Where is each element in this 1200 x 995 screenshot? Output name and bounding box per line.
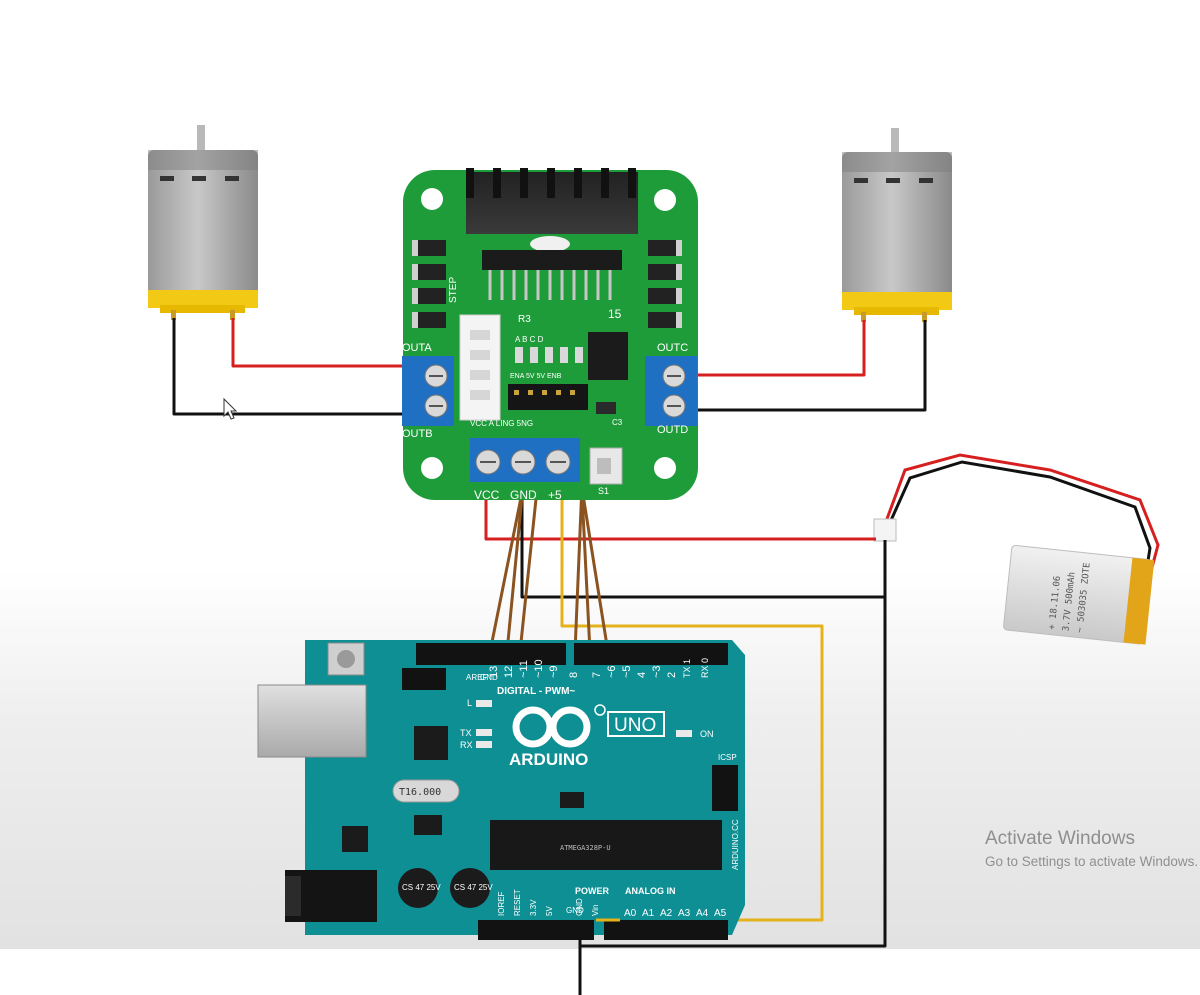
digital-pin-label: ~11 xyxy=(518,660,530,678)
watermark-subtitle: Go to Settings to activate Windows. xyxy=(985,854,1199,869)
l-led-label: L xyxy=(467,698,472,708)
analog-pin-label: A0 xyxy=(624,908,637,919)
arduino-cc-label: ARDUINO.CC xyxy=(731,819,740,870)
power-pin-label: 3.3V xyxy=(529,899,538,916)
out-a-label: OUTA xyxy=(402,342,432,354)
icsp-label: ICSP xyxy=(718,753,737,762)
digital-pwm-label: DIGITAL - PWM~ xyxy=(497,686,575,697)
power-pin-label: GND xyxy=(575,898,584,916)
watermark-title: Activate Windows xyxy=(985,828,1135,849)
power-pin-label: Vin xyxy=(591,905,600,916)
digital-pin-label: ~10 xyxy=(533,659,545,678)
tx-led-label: TX xyxy=(460,728,472,738)
capacitor-label-2: CS 47 25V xyxy=(454,883,493,892)
left-dc-motor xyxy=(148,125,258,320)
arduino-logo xyxy=(512,706,591,748)
capacitor-label: CS 47 25V xyxy=(402,883,441,892)
vcc-label: VCC xyxy=(474,488,500,502)
digital-pin-label: ~5 xyxy=(621,665,633,678)
wire-5v-yellow xyxy=(560,490,824,922)
on-led-label: ON xyxy=(700,729,714,739)
power-label: POWER xyxy=(575,886,610,896)
wire-right-motor-red xyxy=(693,320,866,377)
out-b-label: OUTB xyxy=(402,428,433,440)
wire-vcc-red xyxy=(484,490,876,541)
analog-pin-labels: A0 A1 A2 A3 A4 A5 xyxy=(624,908,727,919)
num15-label: 15 xyxy=(608,307,622,321)
power-pin-label: RESET xyxy=(513,889,522,916)
arduino-uno-board: AREF GND 13 12 ~11 ~10 ~9 8 7 ~6 ~5 4 ~3… xyxy=(257,640,745,940)
wire-left-motor-red xyxy=(231,318,405,368)
power-pin-label: 5V xyxy=(545,906,554,916)
c3-label: C3 xyxy=(612,418,623,427)
arduino-text: ARDUINO xyxy=(509,750,588,769)
plus5-label: +5 xyxy=(548,488,562,502)
digital-pin-label: 7 xyxy=(591,672,603,678)
channel-labels: A B C D xyxy=(515,335,544,344)
power-pin-label: GND xyxy=(566,906,584,915)
mouse-cursor-icon xyxy=(223,397,238,420)
right-dc-motor xyxy=(842,128,952,322)
digital-pin-label: 2 xyxy=(666,672,678,678)
power-pin-labels: IOREF RESET 3.3V 5V GND GND Vin xyxy=(497,889,600,916)
jumper-labels: VCC A LING 5NG xyxy=(470,419,533,428)
wire-endpoints xyxy=(578,918,620,995)
enable-labels: ENA 5V 5V ENB xyxy=(510,373,562,380)
analog-pin-label: A1 xyxy=(642,908,655,919)
digital-pin-label: TX 1 xyxy=(682,659,692,678)
lipo-battery: + 18.11.06 3.7V 500mAh ~ 503035 ZOTE xyxy=(873,453,1160,645)
digital-pin-label: ~3 xyxy=(651,665,663,678)
uno-text: UNO xyxy=(614,715,656,736)
analog-pin-label: A5 xyxy=(714,908,727,919)
analog-pin-label: A2 xyxy=(660,908,673,919)
analog-pin-label: A3 xyxy=(678,908,691,919)
l298n-motor-driver: STEP R3 15 A B C D ENA 5V 5V ENB xyxy=(402,168,698,502)
out-c-label: OUTC xyxy=(657,342,688,354)
digital-pin-label: 13 xyxy=(488,666,500,678)
gnd-top-pin-label: GND xyxy=(480,673,498,682)
step-label: STEP xyxy=(448,277,459,303)
chip-label: ATMEGA328P-U xyxy=(560,844,611,852)
digital-pin-label: RX 0 xyxy=(700,658,710,678)
analog-in-label: ANALOG IN xyxy=(625,886,676,896)
rx-led-label: RX xyxy=(460,740,473,750)
digital-pin-label: 8 xyxy=(568,672,580,678)
analog-pin-label: A4 xyxy=(696,908,709,919)
digital-pin-label: ~9 xyxy=(548,665,560,678)
out-d-label: OUTD xyxy=(657,424,688,436)
activate-windows-watermark: Activate Windows Go to Settings to activ… xyxy=(985,828,1200,869)
r3-label: R3 xyxy=(518,314,531,325)
digital-pin-label: ~6 xyxy=(606,665,618,678)
wire-gnd-black xyxy=(520,490,885,599)
s1-label: S1 xyxy=(598,486,609,496)
digital-pin-labels: 13 12 ~11 ~10 ~9 8 7 ~6 ~5 4 ~3 2 TX 1 R… xyxy=(488,658,710,678)
gnd-label: GND xyxy=(510,488,537,502)
digital-pin-label: 12 xyxy=(503,666,515,678)
power-pin-label: IOREF xyxy=(497,891,506,916)
crystal-label: T16.000 xyxy=(399,787,441,798)
aref-pin-label: AREF xyxy=(466,673,487,682)
digital-pin-label: 4 xyxy=(636,672,648,678)
wire-left-motor-black xyxy=(172,318,405,416)
wire-right-motor-black xyxy=(693,320,927,412)
